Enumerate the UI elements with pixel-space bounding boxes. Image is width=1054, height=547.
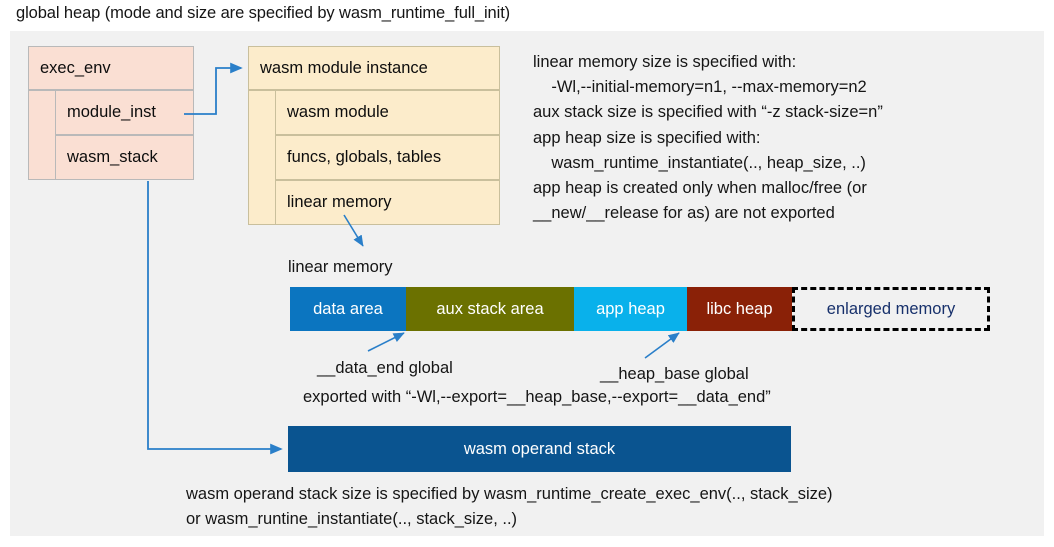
module-instance-box xyxy=(248,46,500,90)
wasm-operand-stack-label: wasm operand stack xyxy=(463,439,616,458)
memory-segment-libc-heap: libc heap xyxy=(687,287,792,331)
module-instance-label-funcs-globals-tables: funcs, globals, tables xyxy=(287,148,442,166)
exec-env-wasm-stack-label: wasm_stack xyxy=(67,148,158,166)
exec-env-module-inst-row xyxy=(55,90,194,135)
wasm-operand-stack-box: wasm operand stack xyxy=(288,426,791,472)
exec-env-module-inst-label: module_inst xyxy=(67,103,156,121)
heap-base-annotation: __heap_base global xyxy=(600,365,749,383)
module-instance-label-wasm-module: wasm module xyxy=(287,103,389,121)
exec-env-wasm-stack-row xyxy=(55,135,194,180)
module-instance-row-funcs-globals-tables xyxy=(275,135,500,180)
linear-memory-caption: linear memory xyxy=(288,258,393,276)
module-instance-header: wasm module instance xyxy=(260,58,428,77)
memory-config-note: linear memory size is specified with: -W… xyxy=(533,53,883,223)
export-note: exported with “-Wl,--export=__heap_base,… xyxy=(303,388,771,406)
operand-stack-config-note: wasm operand stack size is specified by … xyxy=(186,485,833,529)
memory-segment-aux-stack-area: aux stack area xyxy=(406,287,574,331)
exec-env-header: exec_env xyxy=(40,58,111,77)
exec-env-box xyxy=(28,46,194,90)
module-instance-row-wasm-module xyxy=(275,90,500,135)
page-title: global heap (mode and size are specified… xyxy=(16,4,511,22)
module-instance-row-linear-memory xyxy=(275,180,500,225)
data-end-annotation: __data_end global xyxy=(317,359,453,377)
module-instance-label-linear-memory: linear memory xyxy=(287,193,392,211)
memory-segment-enlarged-memory: enlarged memory xyxy=(792,287,990,331)
memory-segment-data-area: data area xyxy=(290,287,406,331)
memory-segment-app-heap: app heap xyxy=(574,287,687,331)
